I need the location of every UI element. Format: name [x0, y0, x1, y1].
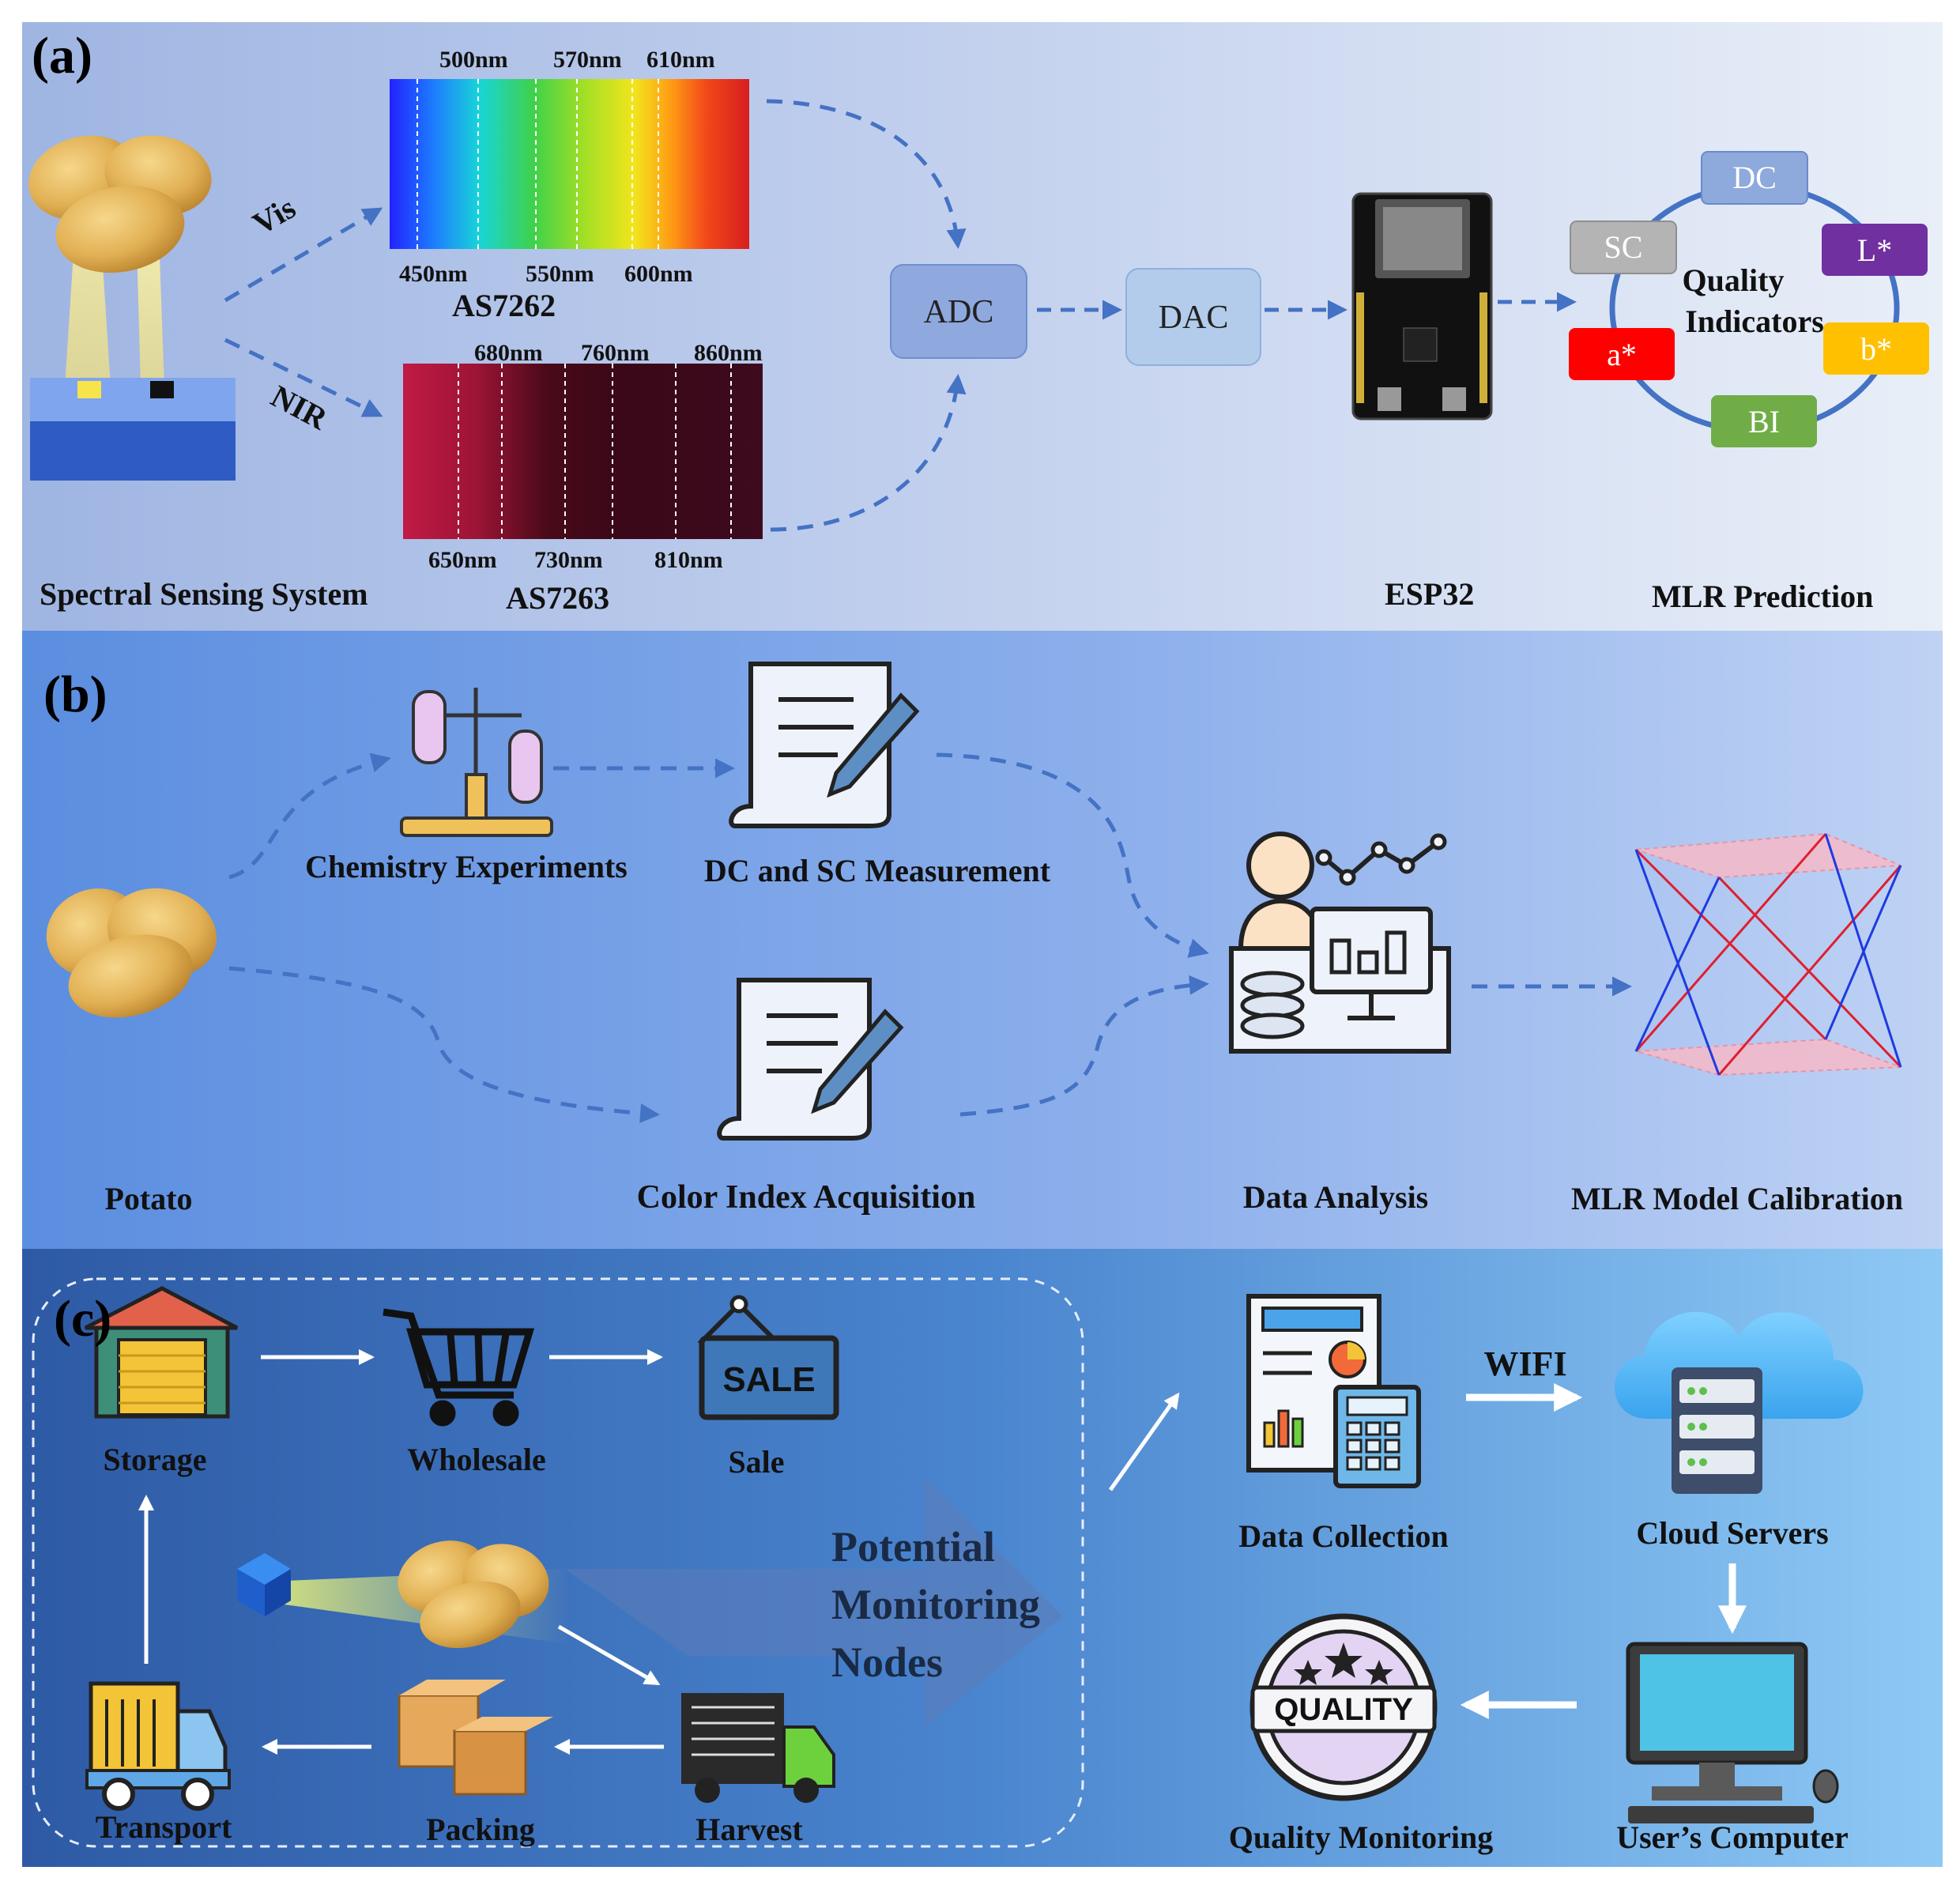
nir-spectrum: [403, 364, 763, 539]
nir-tick-680: 680nm: [474, 340, 543, 366]
indicator-l-label: L*: [1857, 232, 1892, 268]
document-pen-icon-bottom: [717, 978, 904, 1141]
panel-b: (b) Chemistry Experiments DC and SC Meas…: [22, 631, 1943, 1249]
indicator-b-label: b*: [1860, 331, 1892, 367]
indicator-dc-label: DC: [1732, 160, 1777, 195]
mlr-model-prism-icon: [1634, 832, 1902, 1077]
potential-monitoring-line2: Monitoring: [831, 1581, 1040, 1628]
potential-monitoring-line3: Nodes: [831, 1638, 943, 1686]
harvest-label: Harvest: [695, 1812, 803, 1847]
harvest-truck-icon: [681, 1693, 835, 1803]
indicator-l: [1822, 224, 1928, 276]
indicator-bi-label: BI: [1748, 404, 1780, 439]
transport-truck-icon: [85, 1681, 231, 1811]
panel-c-label: (c): [54, 1290, 111, 1348]
vis-tick-570: 570nm: [553, 47, 622, 73]
color-to-analysis-arrow: [959, 975, 1209, 1117]
vis-spectrum: [390, 79, 749, 249]
sale-label: Sale: [728, 1444, 784, 1480]
frame-to-data-collection-arrow: [1108, 1392, 1180, 1491]
users-computer-icon: [1626, 1642, 1839, 1823]
potential-monitoring-line1: Potential: [831, 1523, 995, 1571]
nir-tick-810: 810nm: [654, 547, 723, 573]
storage-label: Storage: [103, 1442, 206, 1477]
cloud-servers-icon: [1615, 1311, 1864, 1494]
vis-to-adc-arrow: [766, 99, 967, 249]
color-index-acquisition-label: Color Index Acquisition: [637, 1179, 976, 1216]
esp32-label: ESP32: [1385, 576, 1474, 612]
nir-to-adc-arrow: [770, 374, 967, 532]
potato-icon-panel-c: [398, 1540, 549, 1649]
vis-tick-500: 500nm: [439, 47, 508, 73]
dac-label: DAC: [1159, 300, 1229, 336]
shopping-cart-icon: [383, 1308, 535, 1427]
indicator-dc: [1701, 151, 1808, 205]
measurement-to-analysis-arrow: [936, 752, 1209, 958]
wifi-label: WIFI: [1483, 1344, 1566, 1383]
vis-arrow: [224, 207, 383, 303]
panel-b-label: (b): [43, 666, 107, 723]
vis-tick-600: 600nm: [624, 261, 693, 287]
mlr-model-calibration-label: MLR Model Calibration: [1571, 1181, 1903, 1216]
indicator-bi: [1711, 395, 1817, 447]
panel-b-background: [22, 631, 1943, 1249]
vis-tick-450: 450nm: [399, 261, 468, 287]
quality-monitoring-label: Quality Monitoring: [1229, 1819, 1493, 1855]
vis-tick-610: 610nm: [646, 47, 715, 73]
document-pen-icon-top: [729, 662, 920, 828]
potato-to-color-arrow: [228, 966, 660, 1123]
spectral-sensing-system-label: Spectral Sensing System: [40, 576, 368, 612]
sale-sign-icon: SALE: [697, 1295, 839, 1420]
indicator-a-label: a*: [1607, 337, 1637, 372]
nir-tick-650: 650nm: [428, 547, 497, 573]
potato-icon: [28, 135, 212, 273]
wholesale-label: Wholesale: [407, 1442, 546, 1477]
nir-sensor-name: AS7263: [506, 580, 609, 616]
packing-boxes-icon: [398, 1680, 553, 1796]
sensor-cube-icon: [237, 1553, 291, 1616]
mlr-prediction-label: MLR Prediction: [1652, 579, 1873, 614]
packing-label: Packing: [426, 1812, 535, 1847]
indicator-sc-label: SC: [1604, 229, 1643, 265]
potato-to-harvest-arrow: [557, 1624, 661, 1686]
potential-monitoring-arrow: [565, 1478, 1063, 1727]
esp32-board-icon: [1351, 192, 1493, 420]
data-analysis-icon: [1229, 831, 1451, 1054]
nir-tick-760: 760nm: [581, 340, 650, 366]
data-collection-label: Data Collection: [1238, 1518, 1449, 1554]
storage-shed-icon: [84, 1286, 239, 1419]
vis-tick-550: 550nm: [526, 261, 594, 287]
transport-label: Transport: [96, 1809, 232, 1845]
nir-tick-730: 730nm: [534, 547, 603, 573]
indicator-a: [1569, 328, 1675, 380]
quality-indicators-line1: Quality: [1683, 262, 1785, 298]
sale-sign-text: SALE: [722, 1360, 815, 1399]
indicator-b: [1823, 322, 1929, 375]
data-analysis-label: Data Analysis: [1243, 1179, 1429, 1215]
indicator-sc: [1570, 221, 1677, 274]
quality-badge-icon: QUALITY: [1250, 1613, 1438, 1801]
vis-sensor-name: AS7262: [452, 288, 556, 323]
potato-icon-panel-b: [46, 888, 217, 1018]
dc-sc-measurement-label: DC and SC Measurement: [704, 853, 1051, 888]
chemistry-lab-icon: [400, 688, 553, 837]
quality-badge-text: QUALITY: [1274, 1692, 1413, 1727]
adc-box: [890, 264, 1027, 359]
nir-arrow: [224, 337, 383, 417]
data-collection-icon: [1246, 1294, 1421, 1488]
cloud-servers-label: Cloud Servers: [1636, 1515, 1828, 1551]
nir-tick-860: 860nm: [694, 340, 763, 366]
adc-label: ADC: [924, 294, 994, 330]
quality-indicators-line2: Indicators: [1685, 304, 1824, 339]
potato-label: Potato: [104, 1181, 192, 1216]
panel-a: (a) Vis NIR: [22, 22, 1943, 631]
panel-a-label: (a): [32, 27, 92, 85]
panel-c: (c) SALE Storage Wholesale Sale Potentia…: [22, 1249, 1943, 1867]
chemistry-experiments-label: Chemistry Experiments: [305, 849, 628, 884]
supply-chain-dashed-frame: [32, 1277, 1084, 1848]
dac-box: [1125, 268, 1261, 366]
users-computer-label: User’s Computer: [1616, 1819, 1849, 1855]
